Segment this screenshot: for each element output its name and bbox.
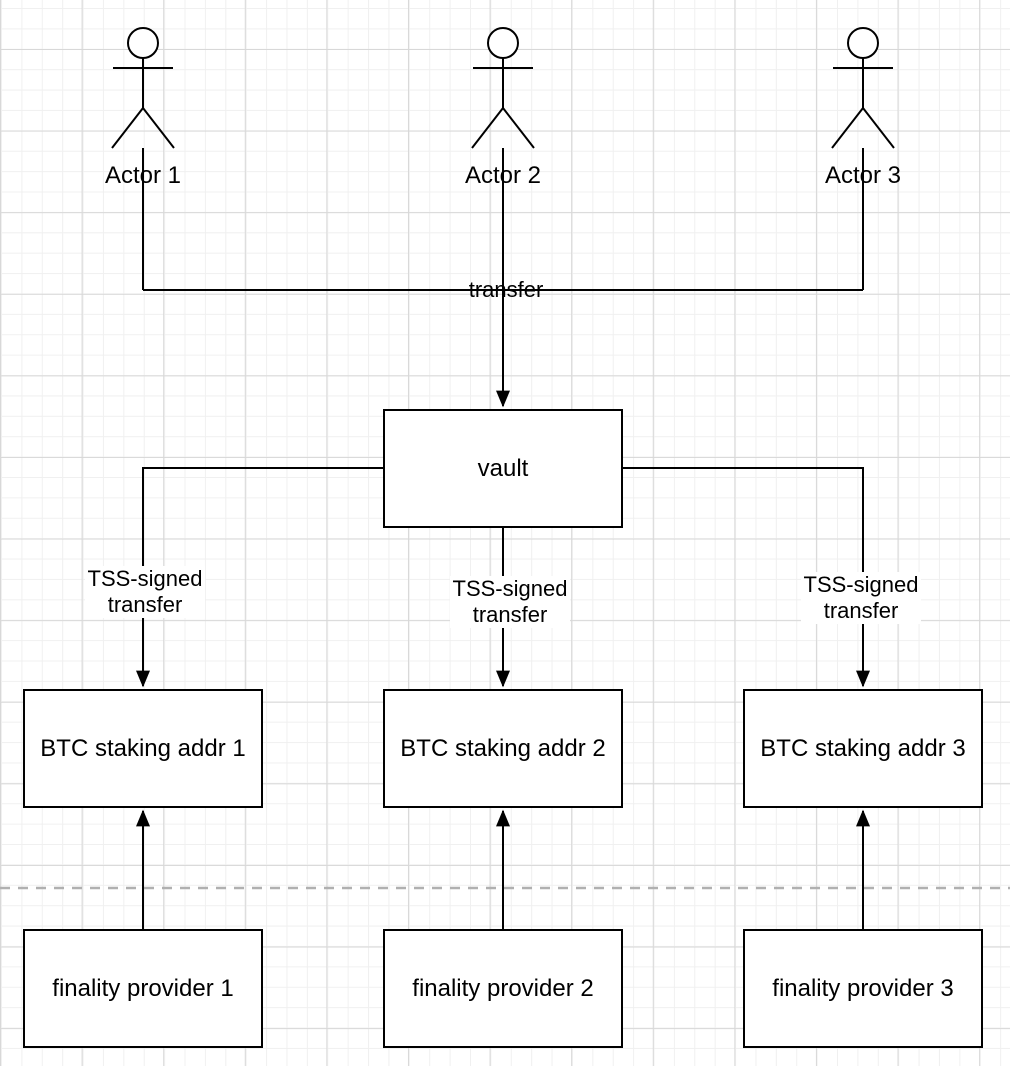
node-vault-label: vault xyxy=(477,454,529,482)
edge-label-tss-2: TSS-signed transfer xyxy=(450,576,570,628)
actor-label-1: Actor 1 xyxy=(104,162,182,189)
node-vault: vault xyxy=(383,409,623,528)
node-finality-provider-3: finality provider 3 xyxy=(743,929,983,1048)
node-finality-provider-2: finality provider 2 xyxy=(383,929,623,1048)
node-btc-staking-addr-1: BTC staking addr 1 xyxy=(23,689,263,808)
node-finality-provider-1-label: finality provider 1 xyxy=(52,974,234,1002)
node-btc-staking-addr-2: BTC staking addr 2 xyxy=(383,689,623,808)
node-btc-staking-addr-1-label: BTC staking addr 1 xyxy=(40,734,246,762)
node-btc-staking-addr-2-label: BTC staking addr 2 xyxy=(400,734,606,762)
node-btc-staking-addr-3-label: BTC staking addr 3 xyxy=(760,734,966,762)
actor-label-2: Actor 2 xyxy=(464,162,542,189)
actor-body xyxy=(831,58,895,149)
actor-body xyxy=(111,58,175,149)
actor-head-icon xyxy=(847,27,879,59)
edge-label-transfer: transfer xyxy=(468,277,544,302)
edge-label-tss-1: TSS-signed transfer xyxy=(85,566,205,618)
actor-head-icon xyxy=(127,27,159,59)
actor-body xyxy=(471,58,535,149)
actor-head-icon xyxy=(487,27,519,59)
edge-label-tss-3: TSS-signed transfer xyxy=(801,572,921,624)
actor-figure-1 xyxy=(111,27,175,149)
actor-figure-2 xyxy=(471,27,535,149)
actor-label-3: Actor 3 xyxy=(824,162,902,189)
actor-figure-3 xyxy=(831,27,895,149)
node-finality-provider-2-label: finality provider 2 xyxy=(412,974,594,1002)
node-finality-provider-1: finality provider 1 xyxy=(23,929,263,1048)
node-btc-staking-addr-3: BTC staking addr 3 xyxy=(743,689,983,808)
node-finality-provider-3-label: finality provider 3 xyxy=(772,974,954,1002)
